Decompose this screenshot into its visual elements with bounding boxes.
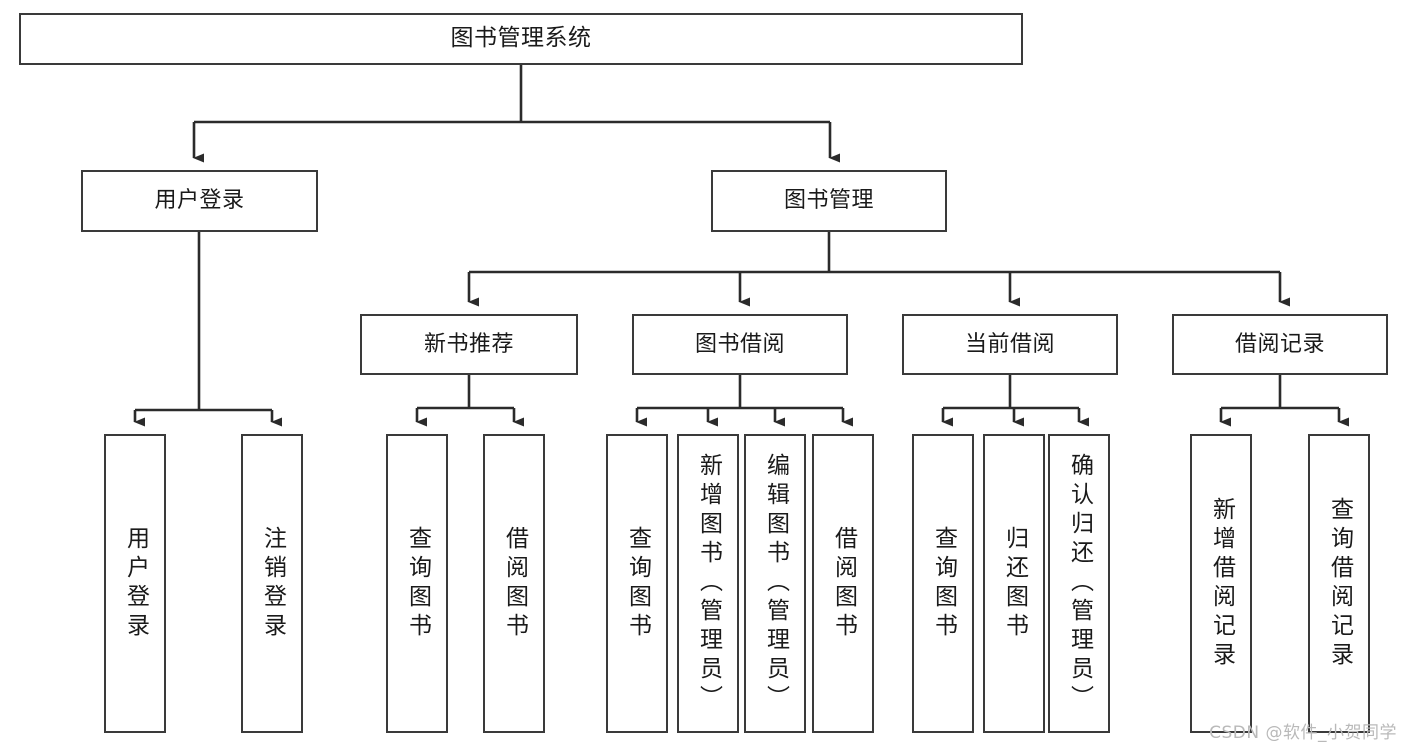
- node-label: 查询图书: [930, 525, 957, 642]
- node-label: 用户登录: [154, 188, 245, 214]
- node-label: 新书推荐: [423, 331, 514, 357]
- leaf-user-login[interactable]: 用户登录: [104, 434, 166, 733]
- leaf-query-book-new-recommendation[interactable]: 查询图书: [386, 434, 448, 733]
- leaf-borrow-book-borrowing[interactable]: 借阅图书: [812, 434, 874, 733]
- node-root-book-management-system[interactable]: 图书管理系统: [19, 13, 1023, 65]
- edges-current-borrow-to-leaves: [941, 375, 1089, 427]
- node-label: 图书管理系统: [450, 25, 592, 52]
- node-book-borrowing[interactable]: 图书借阅: [632, 314, 848, 375]
- edges-user-login-to-leaves: [133, 232, 282, 427]
- leaf-confirm-return-admin[interactable]: 确认归还（管理员）: [1048, 434, 1110, 733]
- node-current-borrowing[interactable]: 当前借阅: [902, 314, 1118, 375]
- leaf-query-book-current[interactable]: 查询图书: [912, 434, 974, 733]
- leaf-logout[interactable]: 注销登录: [241, 434, 303, 733]
- node-label: 借阅图书: [501, 525, 528, 642]
- node-label: 新增图书（管理员）: [695, 453, 722, 714]
- node-label: 查询图书: [624, 525, 651, 642]
- leaf-add-borrowing-record[interactable]: 新增借阅记录: [1190, 434, 1252, 733]
- node-new-book-recommendation[interactable]: 新书推荐: [360, 314, 578, 375]
- node-label: 借阅图书: [830, 525, 857, 642]
- edges-book-management-to-level3: [467, 232, 1290, 307]
- csdn-watermark: CSDN @软件_小贺同学: [1209, 723, 1397, 743]
- node-label: 用户登录: [122, 525, 149, 642]
- node-user-login[interactable]: 用户登录: [81, 170, 318, 232]
- node-label: 借阅记录: [1234, 331, 1325, 357]
- leaf-add-book-admin[interactable]: 新增图书（管理员）: [677, 434, 739, 733]
- node-label: 图书管理: [783, 188, 874, 214]
- edges-new-book-to-leaves: [415, 375, 524, 427]
- leaf-return-book[interactable]: 归还图书: [983, 434, 1045, 733]
- node-label: 查询图书: [404, 525, 431, 642]
- node-label: 查询借阅记录: [1326, 496, 1353, 671]
- leaf-query-book-borrowing[interactable]: 查询图书: [606, 434, 668, 733]
- leaf-edit-book-admin[interactable]: 编辑图书（管理员）: [744, 434, 806, 733]
- leaf-borrow-book-new-recommendation[interactable]: 借阅图书: [483, 434, 545, 733]
- leaf-query-borrowing-record[interactable]: 查询借阅记录: [1308, 434, 1370, 733]
- edges-root-to-level2: [192, 65, 840, 163]
- node-label: 归还图书: [1001, 525, 1028, 642]
- node-label: 当前借阅: [964, 331, 1055, 357]
- edges-borrow-book-to-leaves: [635, 375, 853, 427]
- edges-borrow-record-to-leaves: [1219, 375, 1349, 427]
- node-borrowing-record[interactable]: 借阅记录: [1172, 314, 1388, 375]
- node-label: 注销登录: [259, 525, 286, 642]
- node-book-management[interactable]: 图书管理: [711, 170, 947, 232]
- node-label: 编辑图书（管理员）: [762, 453, 789, 714]
- node-label: 新增借阅记录: [1208, 496, 1235, 671]
- node-label: 图书借阅: [694, 331, 785, 357]
- node-label: 确认归还（管理员）: [1066, 453, 1093, 714]
